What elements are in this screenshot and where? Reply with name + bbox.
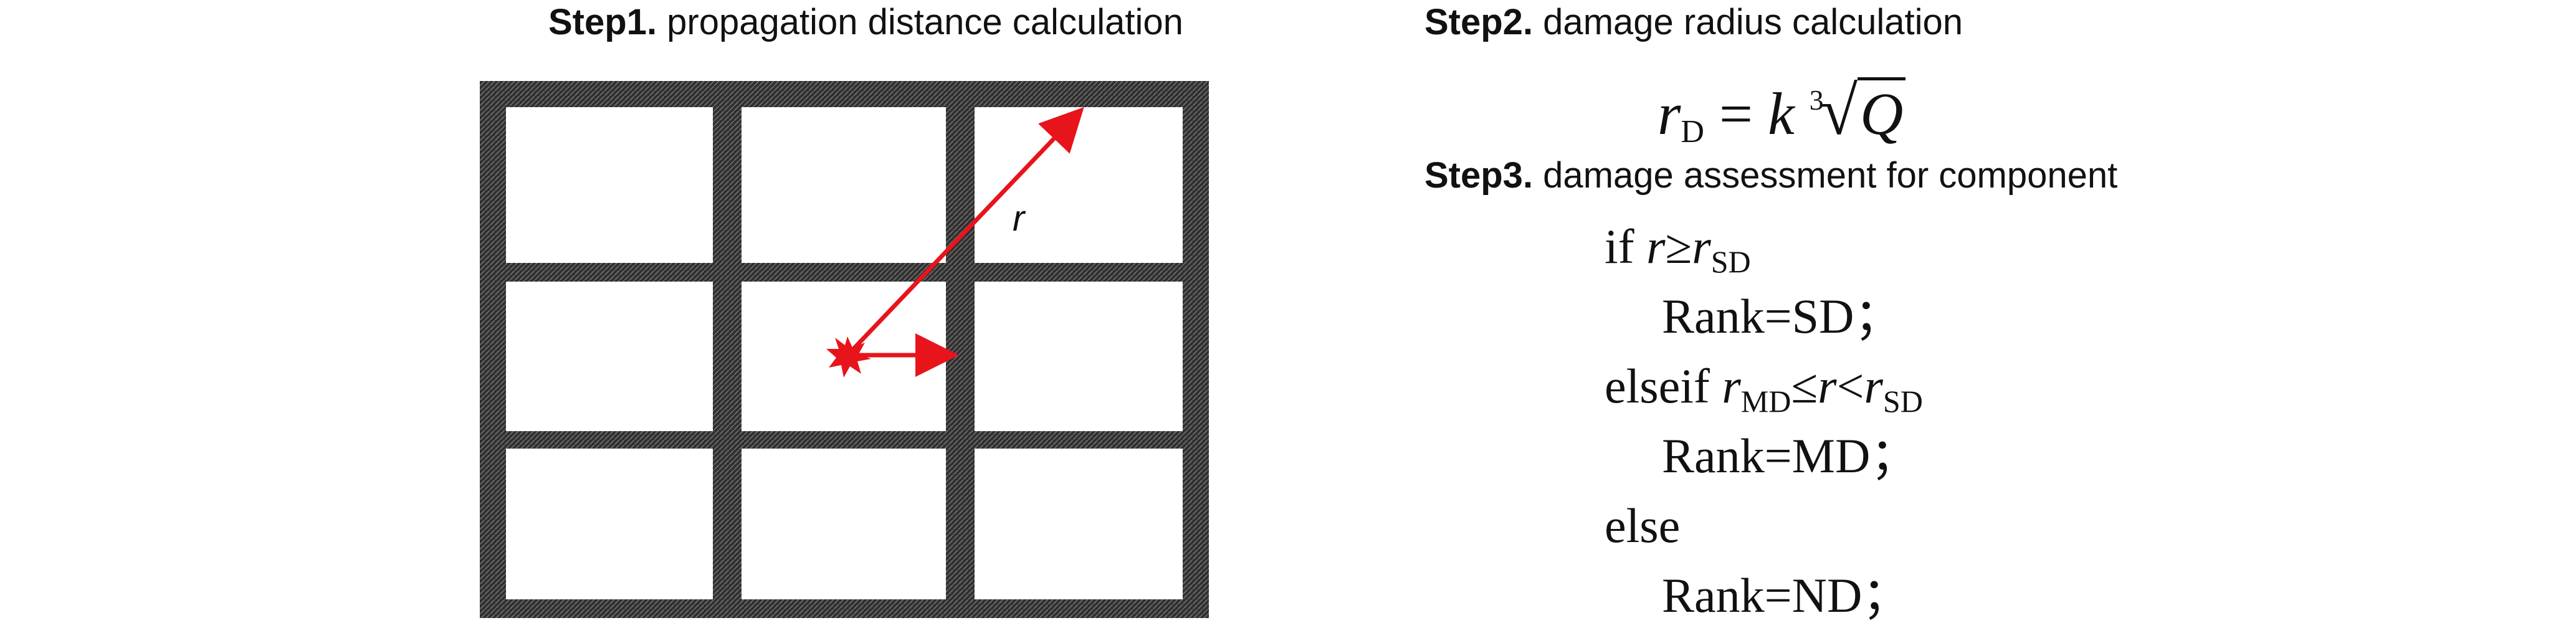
assessment-algorithm: if r≥rSD Rank=SD； elseif rMD≤r<rSD Rank=…: [1605, 212, 1923, 631]
step3-label: Step3.: [1424, 155, 1534, 196]
step3-heading: Step3. damage assessment for component: [1424, 155, 2117, 196]
algo-line-rank-nd: Rank=ND；: [1662, 568, 1911, 622]
step3-text: damage assessment for component: [1533, 155, 2118, 196]
room-cell: [742, 449, 946, 599]
formula-radical: √: [1820, 73, 1858, 149]
room-cell: [506, 449, 713, 599]
room-cell: [742, 107, 946, 263]
formula-root-index: 3: [1809, 83, 1824, 116]
step1-heading: Step1. propagation distance calculation: [548, 1, 1183, 43]
room-cell: [975, 107, 1183, 263]
formula-lhs: r: [1658, 80, 1681, 147]
explosion-star-icon: [826, 336, 871, 378]
formula-radicand: Q: [1858, 77, 1906, 147]
room-cell: [975, 449, 1183, 599]
formula-coef: k: [1768, 80, 1795, 147]
formula-equals: =: [1704, 80, 1768, 147]
formula-lhs-sub: D: [1681, 114, 1704, 150]
algo-line-elseif: elseif rMD≤r<rSD: [1605, 359, 1923, 419]
step2-label: Step2.: [1424, 2, 1534, 42]
room-cell: [975, 282, 1183, 431]
algo-line-if: if r≥rSD: [1605, 219, 1751, 279]
step1-text: propagation distance calculation: [657, 2, 1183, 42]
damage-radius-formula: rD = k 3√Q: [1658, 72, 1906, 151]
r-label: r: [1013, 198, 1026, 239]
room-cell: [506, 282, 713, 431]
room-cell: [506, 107, 713, 263]
algo-line-rank-sd: Rank=SD；: [1662, 289, 1903, 343]
step2-heading: Step2. damage radius calculation: [1424, 1, 1963, 43]
frame-diagram: r: [480, 81, 1209, 618]
propagation-distance-arrow: [846, 107, 1084, 357]
step1-label: Step1.: [548, 2, 657, 42]
step2-text: damage radius calculation: [1533, 2, 1963, 42]
algo-line-rank-md: Rank=MD；: [1662, 429, 1919, 483]
algo-line-else: else: [1605, 498, 1681, 553]
